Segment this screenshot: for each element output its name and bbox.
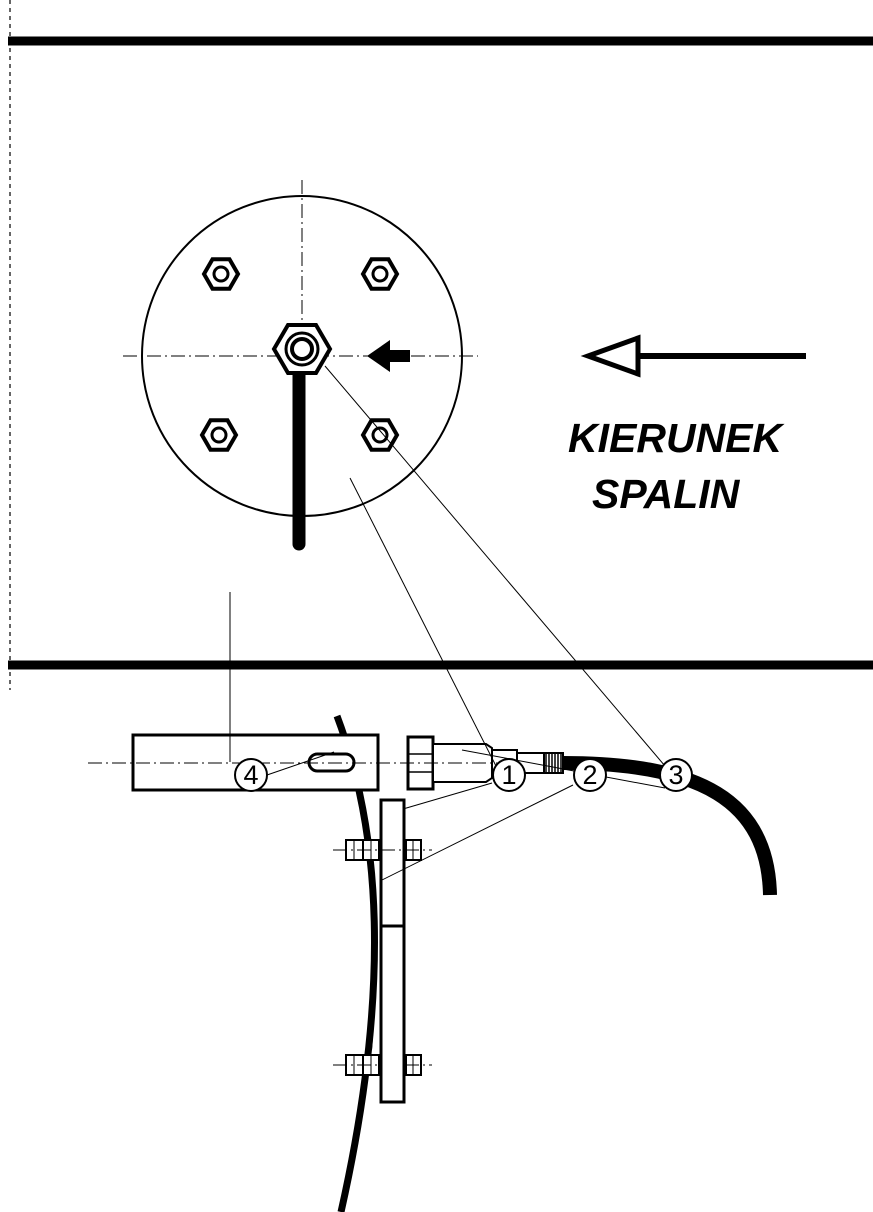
direction-label-line2: SPALIN (592, 471, 741, 517)
flange-front-view (123, 180, 478, 551)
callout-3-number: 3 (668, 760, 683, 790)
bolt-lower (333, 1054, 432, 1076)
leader-lines (229, 365, 666, 882)
bolt-nut (360, 418, 400, 452)
flue-gas-direction-arrow (580, 334, 806, 378)
bolt-nut (201, 257, 241, 291)
callout-2: 2 (573, 758, 607, 792)
callout-4: 4 (234, 758, 268, 792)
gasket (370, 867, 377, 1051)
small-flow-arrow (367, 340, 410, 372)
bolt-nut (360, 257, 400, 291)
sensor-cable-side (562, 756, 777, 896)
bolt-upper (333, 839, 432, 861)
sensor-head-front (271, 323, 333, 375)
callout-4-number: 4 (243, 760, 258, 790)
flange-plate-side-lower (379, 924, 406, 1104)
callout-2-number: 2 (582, 760, 597, 790)
flange-plate-side (379, 798, 406, 928)
callout-3: 3 (659, 758, 693, 792)
callout-1: 1 (492, 758, 526, 792)
direction-label-line1: KIERUNEK (568, 415, 786, 461)
callout-1-number: 1 (501, 760, 516, 790)
flange-side-view (88, 714, 777, 1212)
bolt-nut (199, 418, 239, 452)
